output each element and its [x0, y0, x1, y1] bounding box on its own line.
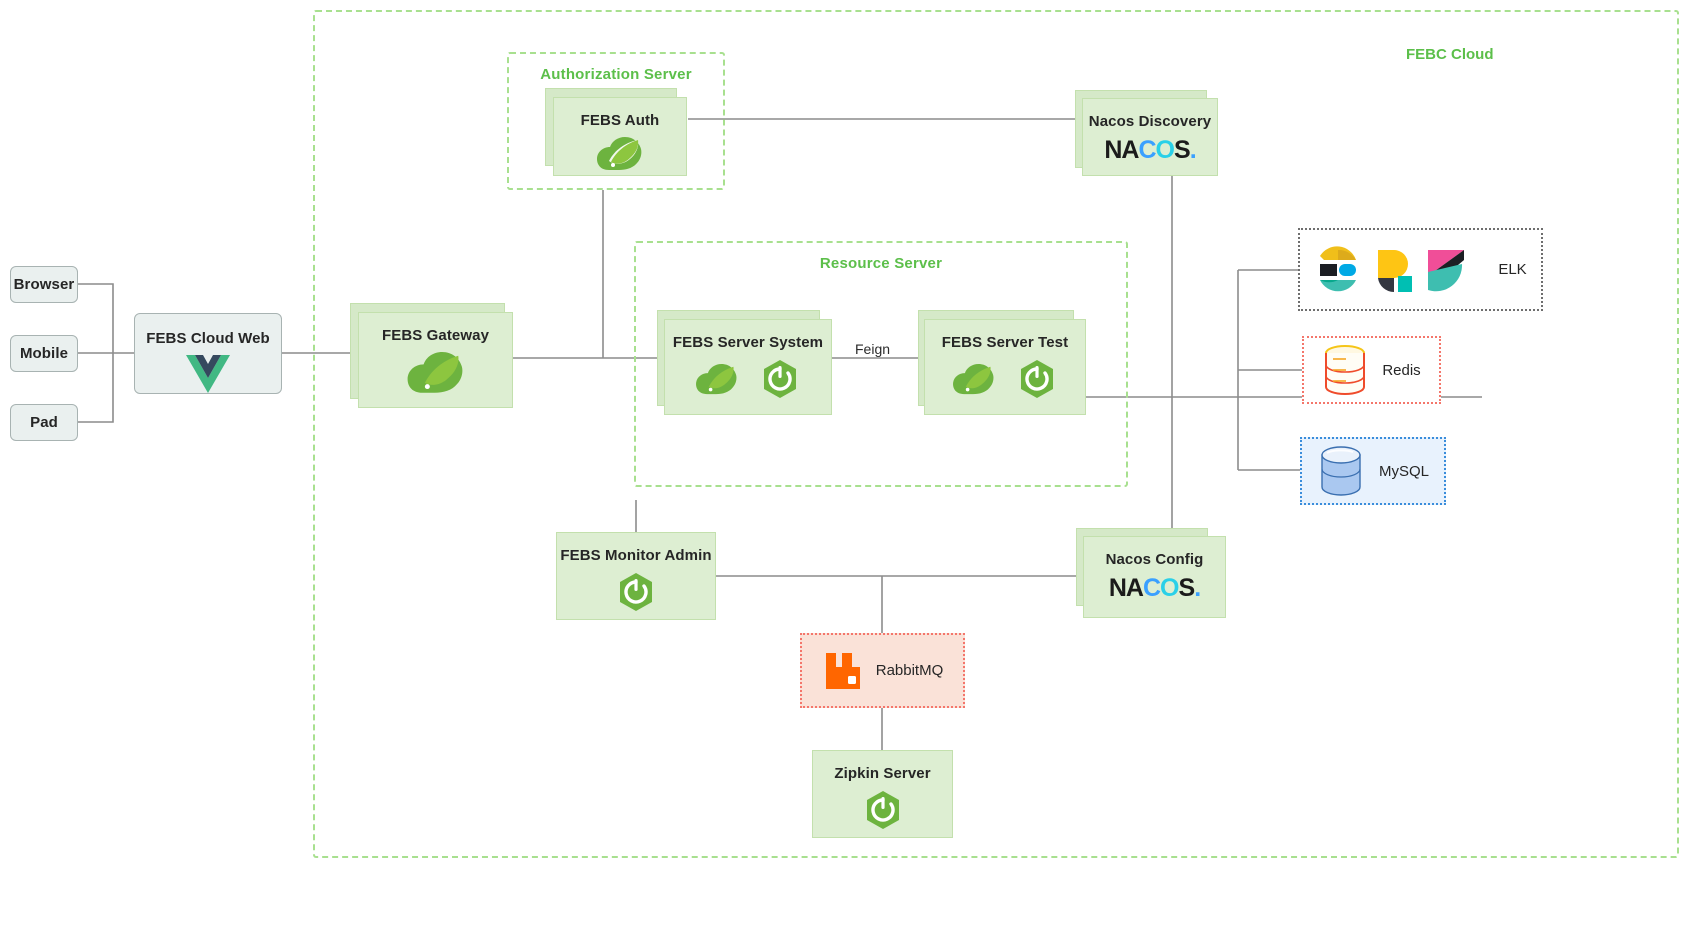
- febs-cloud-web-icons: [186, 355, 230, 393]
- rabbitmq-label: RabbitMQ: [875, 662, 944, 679]
- node-febs-cloud-web[interactable]: FEBS Cloud Web: [134, 313, 282, 394]
- node-mysql[interactable]: MySQL: [1300, 437, 1446, 505]
- logstash-icon: [1378, 249, 1413, 292]
- spring-leaf-icon: [696, 363, 737, 394]
- rabbitmq-icon: [825, 652, 860, 689]
- node-zipkin-server[interactable]: Zipkin Server: [812, 750, 953, 838]
- node-febs-gateway[interactable]: FEBS Gateway: [358, 312, 513, 408]
- febs-gateway-icons: [407, 352, 465, 394]
- spring-boot-icon: [1021, 360, 1053, 398]
- spring-boot-icon: [764, 360, 796, 398]
- edge-label-feign: Feign: [849, 341, 897, 357]
- febc-cloud-label: FEBC Cloud: [1406, 46, 1494, 63]
- client-browser-label: Browser: [13, 276, 75, 293]
- zipkin-server-label: Zipkin Server: [834, 765, 931, 782]
- febs-monitor-admin-label: FEBS Monitor Admin: [560, 547, 712, 564]
- elasticsearch-icon: [1320, 245, 1357, 291]
- node-febs-server-test[interactable]: FEBS Server Test: [924, 319, 1086, 415]
- vue-icon: [186, 355, 230, 393]
- nacos-config-label: Nacos Config: [1105, 551, 1204, 568]
- spring-boot-icon: [866, 791, 899, 829]
- node-rabbitmq[interactable]: RabbitMQ: [800, 633, 965, 708]
- spring-leaf-icon: [597, 137, 642, 170]
- group-resource-server: Resource Server: [634, 241, 1128, 487]
- client-pad[interactable]: Pad: [10, 404, 78, 441]
- nacos-logo: NACOS.: [1104, 136, 1196, 164]
- kibana-icon: [1428, 249, 1465, 291]
- client-pad-label: Pad: [30, 414, 58, 431]
- node-elk[interactable]: ELK: [1298, 228, 1543, 311]
- mysql-cylinder-icon: [1321, 446, 1361, 496]
- elk-label: ELK: [1498, 261, 1527, 278]
- node-febs-monitor-admin[interactable]: FEBS Monitor Admin: [556, 532, 716, 620]
- zipkin-server-icons: [863, 790, 903, 830]
- nacos-logo: NACOS.: [1108, 574, 1201, 602]
- spring-leaf-icon: [953, 363, 994, 394]
- node-redis[interactable]: Redis: [1302, 336, 1441, 404]
- febs-server-system-icons: [696, 359, 800, 399]
- node-febs-server-system[interactable]: FEBS Server System: [664, 319, 832, 415]
- febs-server-test-label: FEBS Server Test: [941, 334, 1069, 351]
- group-authorization-server: Authorization Server: [507, 52, 725, 190]
- group-resource-server-label: Resource Server: [819, 255, 943, 272]
- spring-boot-icon: [620, 573, 652, 611]
- client-mobile[interactable]: Mobile: [10, 335, 78, 372]
- febs-server-test-icons: [953, 359, 1057, 399]
- group-authorization-server-label: Authorization Server: [540, 66, 692, 83]
- febs-auth-label: FEBS Auth: [580, 112, 660, 129]
- node-febs-auth[interactable]: FEBS Auth: [553, 97, 687, 176]
- febs-monitor-admin-icons: [616, 572, 656, 612]
- febs-auth-icons: [597, 137, 643, 171]
- febc-cloud-container: [313, 10, 1679, 858]
- spring-leaf-icon: [407, 352, 462, 393]
- nacos-discovery-label: Nacos Discovery: [1088, 113, 1212, 130]
- redis-cylinder-icon: [1325, 345, 1366, 395]
- node-nacos-config[interactable]: Nacos Config NACOS.: [1083, 536, 1226, 618]
- elk-icons: [1314, 245, 1470, 294]
- redis-label: Redis: [1382, 361, 1421, 379]
- mysql-label: MySQL: [1378, 462, 1429, 480]
- febs-server-system-label: FEBS Server System: [672, 334, 824, 351]
- node-nacos-discovery[interactable]: Nacos Discovery NACOS.: [1082, 98, 1218, 176]
- client-browser[interactable]: Browser: [10, 266, 78, 303]
- febs-gateway-label: FEBS Gateway: [381, 327, 490, 344]
- febs-cloud-web-label: FEBS Cloud Web: [146, 330, 270, 347]
- client-mobile-label: Mobile: [19, 345, 69, 362]
